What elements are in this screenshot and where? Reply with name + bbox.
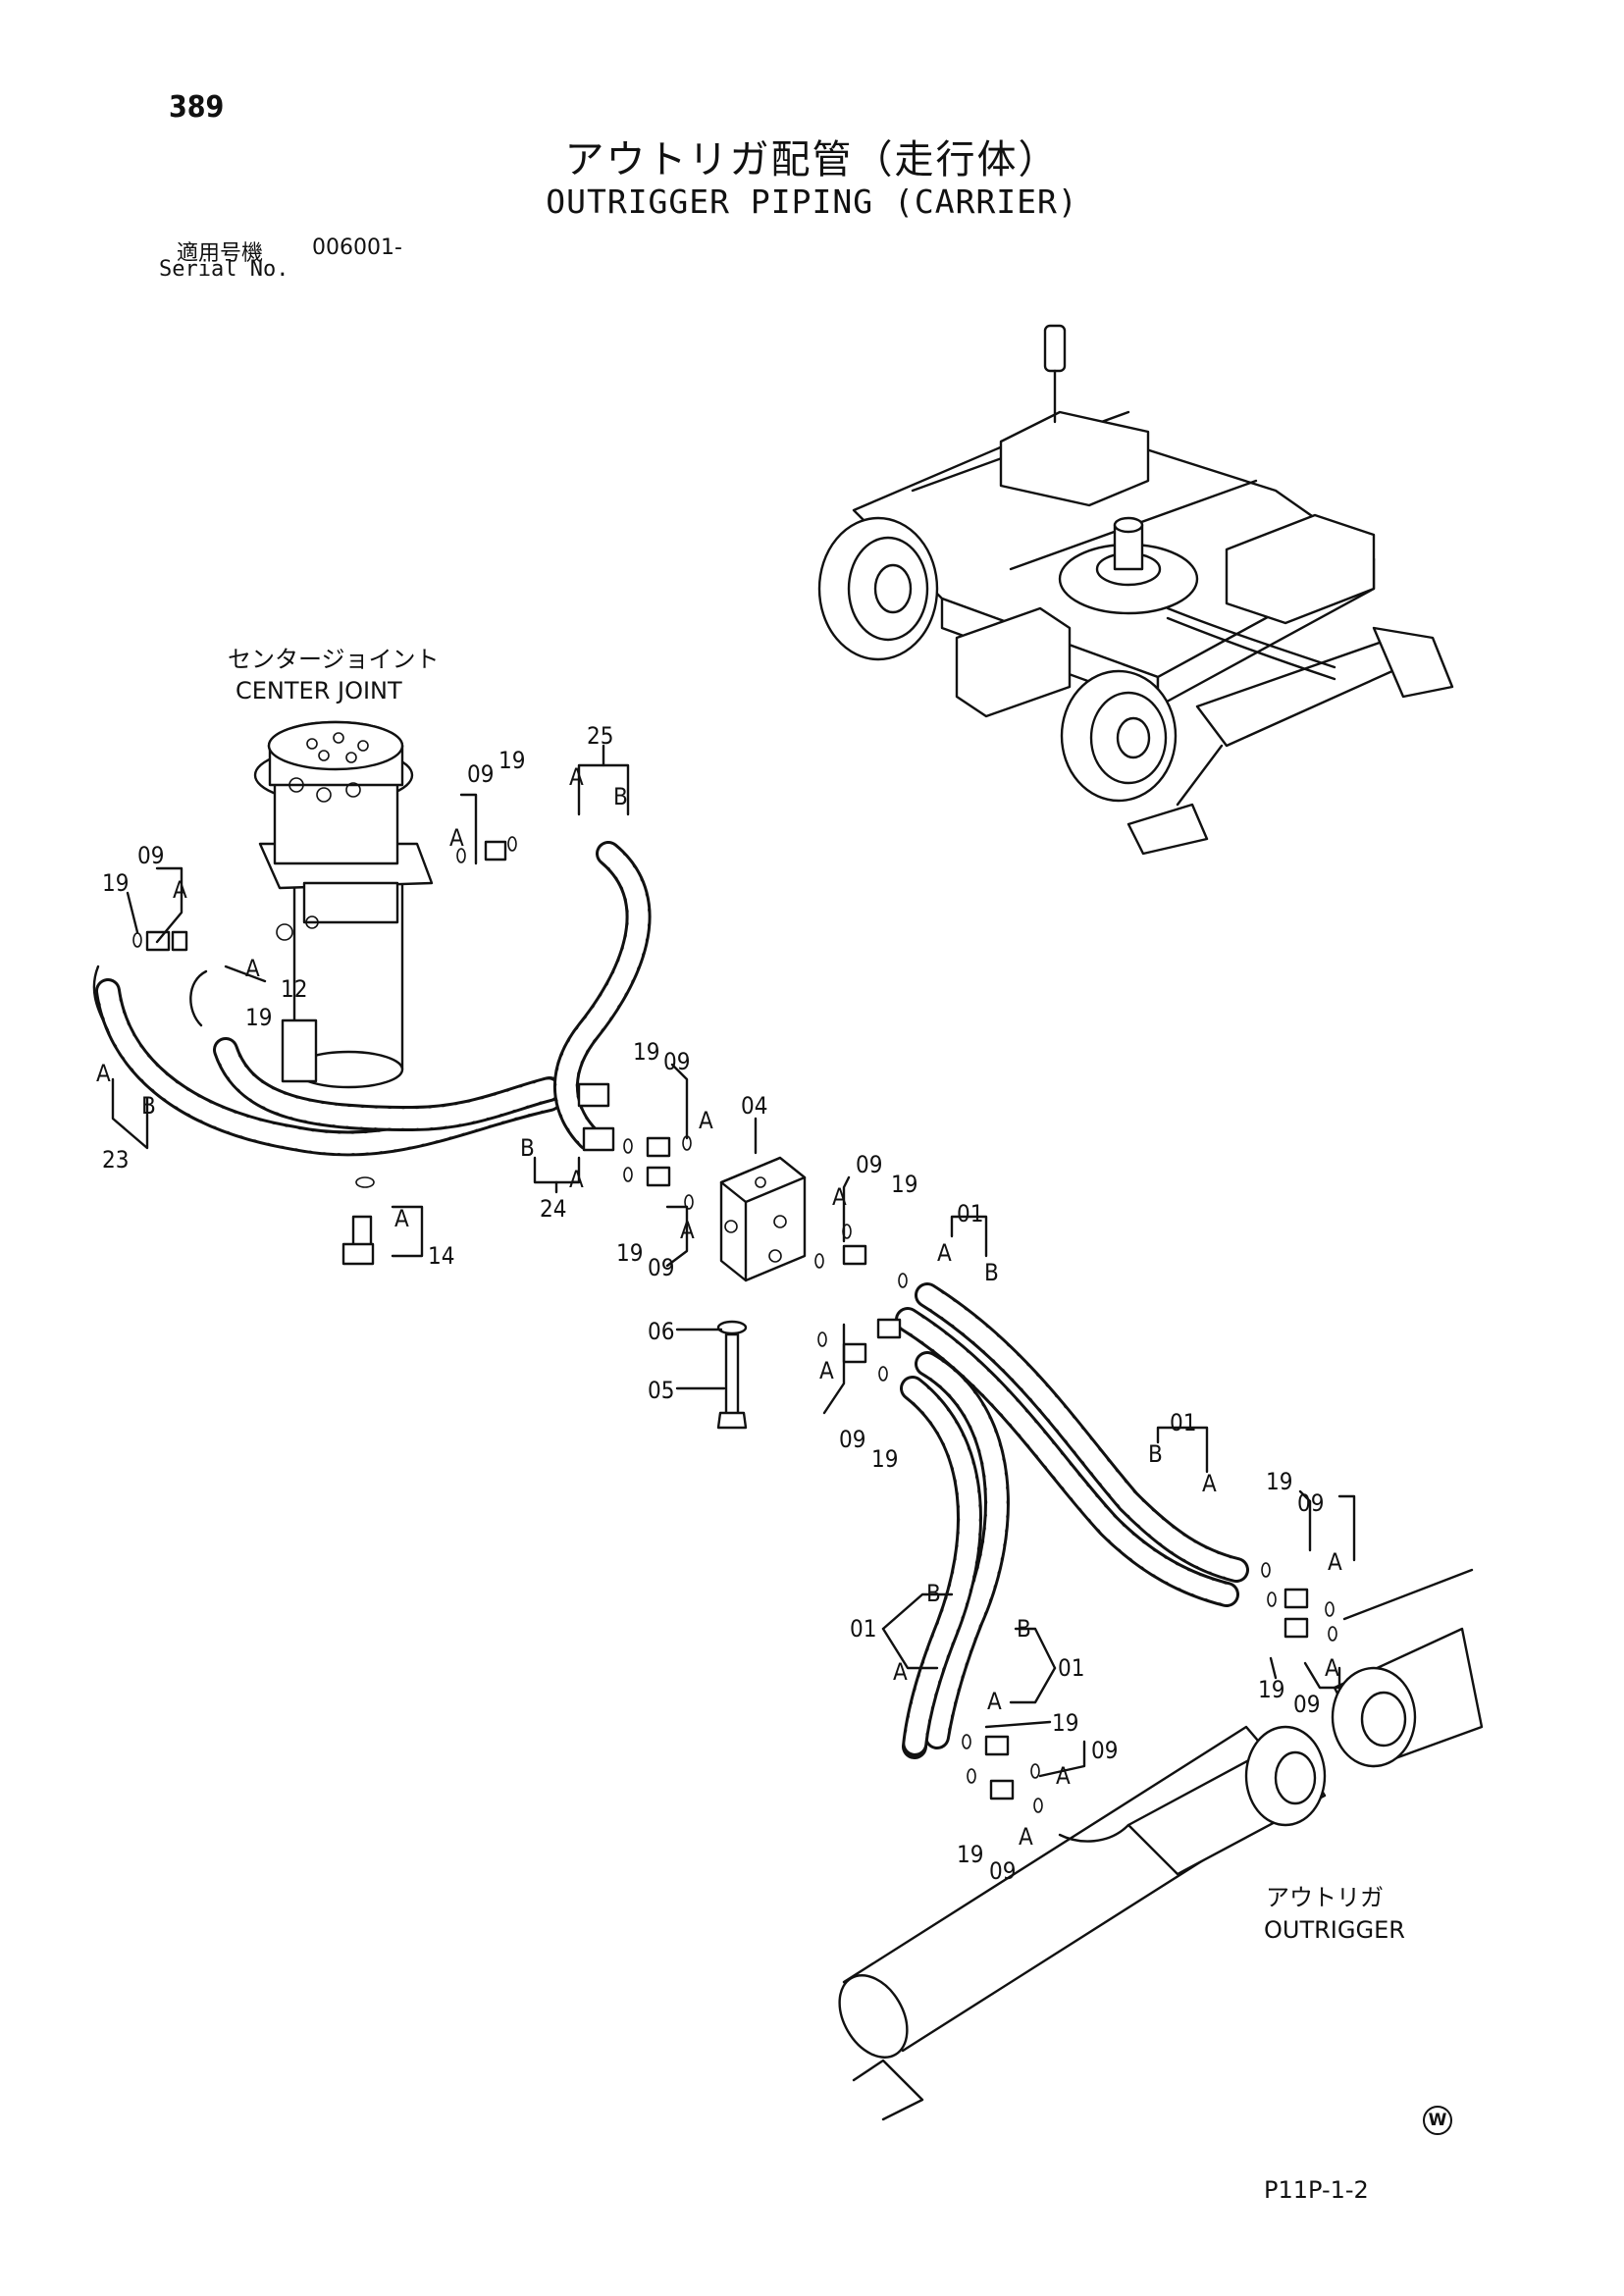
callout-05: 05 [648,1377,674,1404]
callout-b-23: B [141,1092,156,1120]
callout-b-01-mid: B [1148,1440,1163,1468]
callout-b-01-low-left: B [926,1580,941,1607]
title-japanese: アウトリガ配管（走行体） [564,137,1060,183]
caption-outrigger-jp: アウトリガ [1266,1884,1384,1911]
callout-09-far-right: 09 [1297,1489,1324,1517]
callout-09-low-right: 09 [1091,1737,1118,1764]
callout-a-23: A [96,1060,111,1087]
serial-label-japanese: 適用号機 [177,241,264,266]
callout-04: 04 [741,1092,767,1120]
callout-a-01-mid: A [1202,1470,1217,1497]
outrigger-cylinder [838,1568,1484,2121]
callout-a-left: A [173,876,187,904]
callout-06: 06 [648,1318,674,1345]
hose-01-lower [900,1351,1010,1759]
callout-01-low-left: 01 [850,1615,876,1643]
callout-a-right-top: A [832,1183,847,1211]
valve-block-04 [716,1156,807,1430]
callout-a-12: A [245,955,260,982]
callout-09-left: 09 [137,842,164,869]
callout-a-low-bottom: A [1019,1823,1033,1851]
callout-a-block-low: A [680,1217,695,1244]
serial-value: 006001- [312,235,402,260]
caption-center-joint-en: CENTER JOINT [236,677,402,704]
callout-a-far-right-low: A [1325,1654,1339,1682]
callout-a-01-top: A [937,1239,952,1267]
w-mark-icon: W [1423,2106,1452,2135]
hose-25 [552,841,652,1151]
callout-01-mid: 01 [1170,1409,1196,1436]
callout-09-right-top: 09 [856,1151,882,1178]
callout-b-25: B [613,783,628,810]
title-english: OUTRIGGER PIPING (CARRIER) [546,183,1078,221]
callout-23: 23 [102,1146,129,1174]
callout-a-01-low-left: A [893,1658,908,1686]
callout-labels: 25 A B 09 19 A 09 19 A A 12 19 A B 23 A … [96,722,1342,1885]
serial-label-english: Serial No. [159,257,289,282]
callout-09-low-bottom: 09 [989,1857,1016,1885]
callout-b-01-top: B [984,1259,999,1286]
callout-19-low-bottom: 19 [957,1841,983,1868]
footer-code: P11P-1-2 [1264,2176,1369,2204]
callout-19-left: 19 [102,869,129,897]
callout-09-block-low: 09 [648,1254,674,1281]
callout-14: 14 [428,1242,454,1270]
callout-01-top: 01 [957,1200,983,1227]
callout-09-block-top: 09 [663,1048,690,1075]
callout-19-top: 19 [498,747,525,774]
callout-19-right-mid: 19 [871,1445,898,1473]
callout-a-right-mid: A [819,1357,834,1384]
center-joint-illustration [253,720,434,1089]
callout-19-right-top: 19 [891,1171,917,1198]
hose-from-12 [213,1037,562,1132]
callout-19-mid: 19 [245,1004,272,1031]
leader-lines [111,744,1356,1778]
callout-24: 24 [540,1195,566,1223]
callout-19-far-right-low: 19 [1258,1676,1284,1703]
caption-outrigger-en: OUTRIGGER [1264,1916,1405,1944]
callout-09-far-right-low: 09 [1293,1691,1320,1718]
callout-b-24: B [520,1134,535,1162]
callout-12: 12 [281,975,307,1003]
callout-09-top: 09 [467,760,494,788]
callout-01-low-right: 01 [1058,1654,1084,1682]
callout-a-top: A [449,824,464,852]
callout-19-low: 19 [1052,1709,1078,1737]
callout-a-14: A [394,1205,409,1232]
callout-09-right-mid: 09 [839,1426,865,1453]
callout-a-25: A [569,763,584,791]
callout-19-far-right: 19 [1266,1468,1292,1495]
fittings [92,836,1337,1813]
hose-01-upper [895,1282,1249,1607]
page-number: 389 [169,90,225,125]
caption-center-joint-jp: センタージョイント [228,646,440,673]
carrier-illustration [817,324,1454,856]
callout-a-low-right: A [1056,1762,1071,1790]
callout-a-block-top: A [699,1107,713,1134]
callout-a-01-low-right: A [987,1688,1002,1715]
callout-19-block-low: 19 [616,1239,643,1267]
callout-a-far-right-top: A [1328,1548,1342,1576]
callout-a-24: A [569,1166,584,1193]
callout-25: 25 [587,722,613,750]
callout-b-01-low-right: B [1017,1615,1031,1643]
callout-19-block-top: 19 [633,1038,659,1066]
